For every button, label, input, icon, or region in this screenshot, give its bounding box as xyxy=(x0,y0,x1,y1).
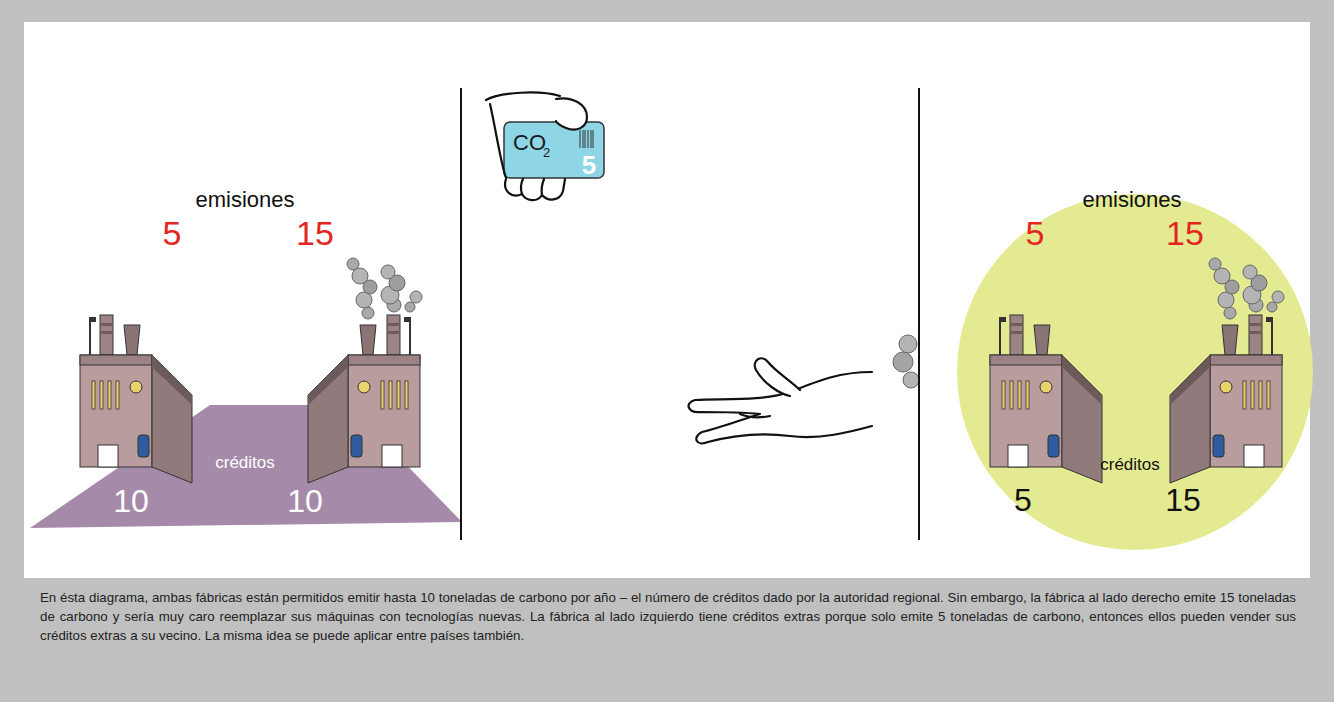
trade-circle-fill xyxy=(957,194,1313,550)
emission-number: 5 xyxy=(1026,216,1045,250)
figure-caption: En ésta diagrama, ambas fábricas están p… xyxy=(40,588,1296,645)
co2-credit-card-fill xyxy=(504,122,604,178)
receiving-hand xyxy=(689,358,872,443)
card-formula: CO xyxy=(513,132,546,154)
finger-line xyxy=(521,179,523,194)
card-subscript: 2 xyxy=(543,146,550,159)
emission-number: 15 xyxy=(296,216,334,250)
smoke xyxy=(347,258,422,319)
smoke-puff xyxy=(893,352,913,372)
trade-circle: emisiones515créditos515 xyxy=(957,194,1313,550)
fingers xyxy=(505,179,565,200)
emission-number: 15 xyxy=(1166,216,1204,250)
credit-number: 15 xyxy=(1165,484,1201,516)
smoke-puff xyxy=(903,372,919,388)
emissions-heading: emisiones xyxy=(195,189,294,211)
credits-label: créditos xyxy=(1100,456,1160,473)
credit-number: 5 xyxy=(1014,484,1032,516)
finger-line xyxy=(542,179,544,195)
co2-credit-card: CO2 5 xyxy=(503,121,605,179)
trade-circle-outline xyxy=(957,194,1313,550)
smoke-mask xyxy=(920,320,940,400)
thumb xyxy=(755,358,800,396)
emissions-heading: emisiones xyxy=(1082,189,1181,211)
credit-band: créditos 10 10 xyxy=(30,405,462,530)
panel-divider xyxy=(460,88,462,540)
open-palm xyxy=(689,372,872,443)
drifting-smoke xyxy=(893,335,919,388)
card-amount: 5 xyxy=(582,152,596,178)
credit-band-fill xyxy=(30,405,462,528)
credits-label: créditos xyxy=(215,454,275,471)
palm-line xyxy=(740,414,770,417)
emission-number: 5 xyxy=(163,216,182,250)
hand-outline xyxy=(486,93,560,100)
credit-number: 10 xyxy=(287,485,323,517)
panel-divider xyxy=(918,88,920,540)
credit-number: 10 xyxy=(113,485,149,517)
smoke-puff xyxy=(899,335,917,353)
